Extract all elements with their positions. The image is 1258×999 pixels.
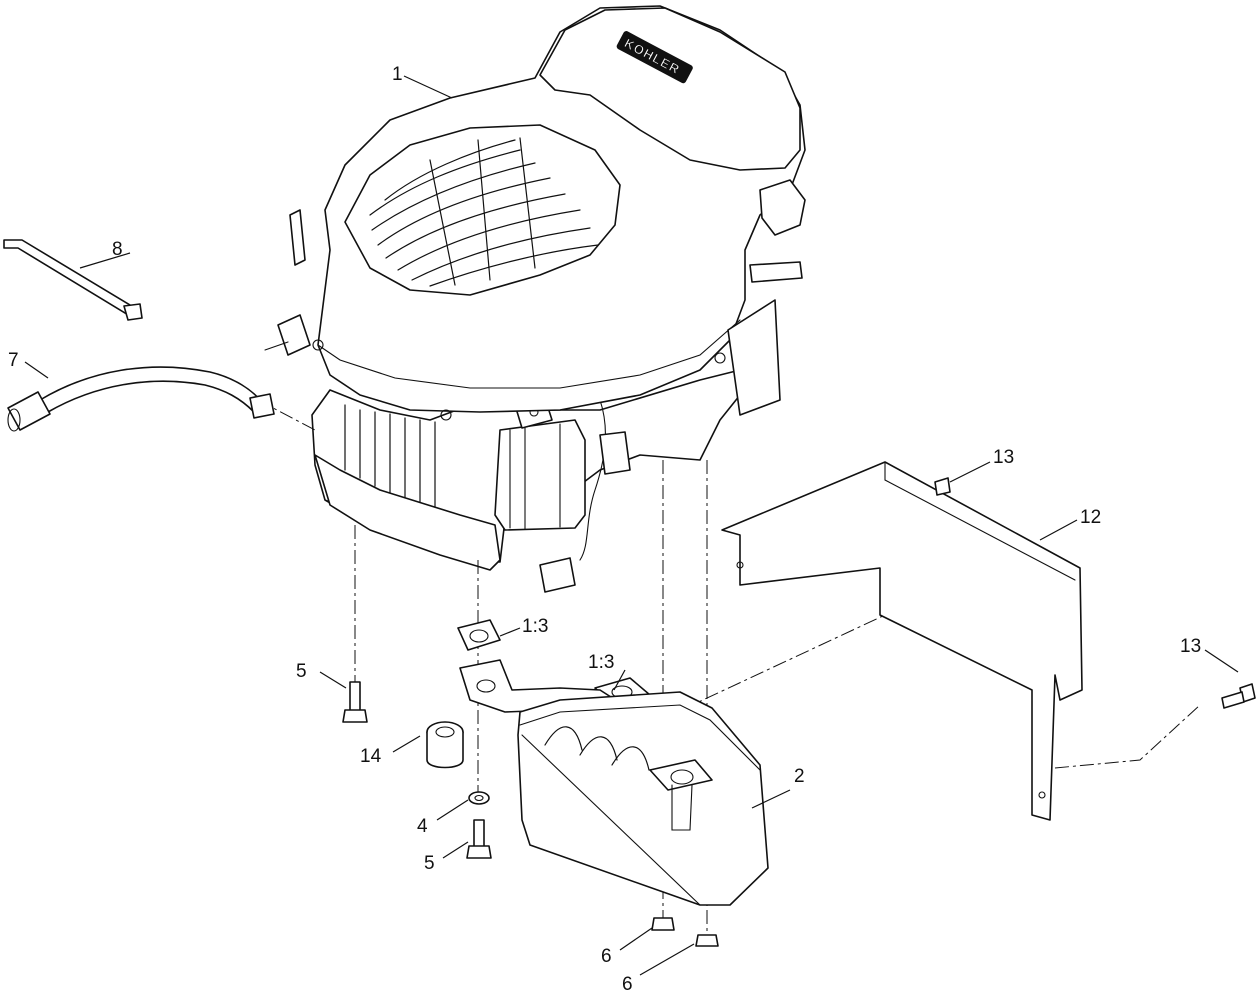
exhaust-gasket-left	[457, 619, 501, 651]
callout-1: 1	[392, 64, 403, 85]
shroud-bolt	[440, 409, 452, 421]
muffler-body	[517, 691, 769, 906]
callout-6: 6	[601, 946, 612, 967]
callout-5: 5	[424, 853, 435, 874]
mount-bolt-upper	[342, 681, 368, 723]
callout-2: 2	[794, 766, 805, 787]
callout-8: 8	[112, 239, 123, 260]
ignition-module	[727, 299, 781, 416]
starter-motor	[494, 397, 586, 531]
flange-nut-left	[651, 917, 675, 931]
callout-1-3: 1:3	[522, 616, 548, 637]
shroud-bolt	[312, 339, 324, 351]
air-intake-cover	[539, 7, 801, 171]
engine-assembly: KOHLER	[264, 5, 806, 593]
starter-wire	[579, 399, 606, 561]
callout-4: 4	[417, 816, 428, 837]
right-mount-bracket	[749, 261, 803, 283]
shield-bolt-upper	[934, 477, 951, 496]
logo-plate	[616, 31, 693, 84]
muffler	[459, 659, 769, 906]
callout-leaders	[24, 75, 1239, 976]
heat-shield	[721, 461, 1083, 821]
shroud-bolt	[714, 352, 726, 364]
grille-slots	[369, 137, 599, 287]
fuel-hose	[7, 366, 275, 432]
callout-1-3: 1:3	[588, 652, 614, 673]
callout-13: 13	[1180, 636, 1201, 657]
fuel-filter	[277, 314, 311, 356]
callout-12: 12	[1080, 507, 1101, 528]
intake-latch	[759, 179, 806, 236]
flange-nut-right	[695, 934, 719, 947]
throttle-lever	[289, 209, 306, 266]
flat-washer	[468, 791, 490, 805]
callout-6: 6	[622, 974, 633, 995]
callout-13: 13	[993, 447, 1014, 468]
callout-labels: 1 2 4 5 5 6 6 7 8 12 13 13 14 1:3 1:3	[8, 64, 1201, 995]
engine-base	[314, 454, 501, 571]
mount-bolt-lower	[466, 819, 492, 859]
muffler-outlet-flange	[649, 759, 713, 791]
callout-14: 14	[360, 746, 382, 767]
hose-end-fitting	[7, 391, 51, 431]
shield-bolt-right	[1221, 683, 1256, 709]
solenoid	[599, 431, 631, 475]
hose-clamp	[249, 393, 275, 419]
spacer-bushing	[426, 721, 464, 769]
wire-connector	[539, 557, 576, 593]
cable-tie	[3, 239, 143, 321]
callout-7: 7	[8, 350, 19, 371]
callout-5: 5	[296, 661, 307, 682]
